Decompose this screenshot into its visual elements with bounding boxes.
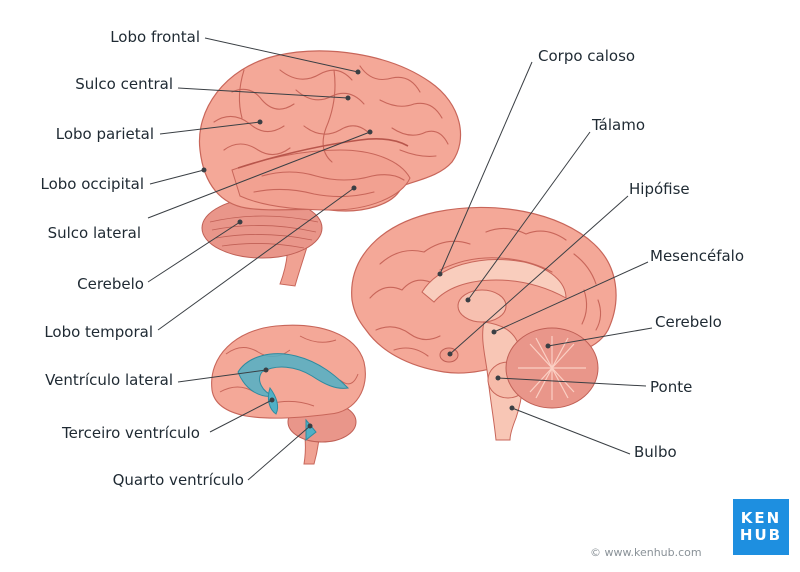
label-quarto-ventriculo: Quarto ventrículo	[112, 471, 244, 489]
logo-line-1: KEN	[740, 509, 782, 527]
label-lobo-occipital: Lobo occipital	[40, 175, 144, 193]
leader-lines	[147, 37, 653, 481]
label-ventriculo-lateral: Ventrículo lateral	[45, 371, 173, 389]
thalamus	[457, 289, 507, 323]
ventricles-brain-figure	[211, 324, 366, 465]
label-bulbo: Bulbo	[634, 443, 677, 461]
logo-line-2: HUB	[739, 526, 783, 544]
label-lobo-frontal: Lobo frontal	[110, 28, 200, 46]
small-cerebrum	[211, 324, 366, 419]
label-ponte: Ponte	[650, 378, 693, 396]
label-lobo-parietal: Lobo parietal	[55, 125, 154, 143]
lateral-brain-figure	[198, 50, 462, 287]
lateral-temporal-lobe	[231, 149, 411, 211]
copyright-text: © www.kenhub.com	[590, 546, 702, 559]
leader-dots	[201, 69, 551, 429]
label-lobo-temporal: Lobo temporal	[44, 323, 153, 341]
corpus-callosum	[421, 259, 567, 303]
label-corpo-caloso: Corpo caloso	[538, 47, 636, 65]
label-cerebelo-left: Cerebelo	[77, 275, 144, 293]
label-cerebelo-right: Cerebelo	[655, 313, 722, 331]
sagittal-brain-figure	[351, 206, 617, 441]
label-hipofise: Hipófise	[629, 180, 690, 198]
label-sulco-central: Sulco central	[75, 75, 173, 93]
label-mesencefalo: Mesencéfalo	[650, 247, 745, 265]
label-talamo: Tálamo	[592, 116, 646, 134]
kenhub-logo: KEN HUB	[733, 499, 789, 555]
label-terceiro-ventriculo: Terceiro ventrículo	[61, 424, 200, 442]
label-sulco-lateral: Sulco lateral	[47, 224, 141, 242]
